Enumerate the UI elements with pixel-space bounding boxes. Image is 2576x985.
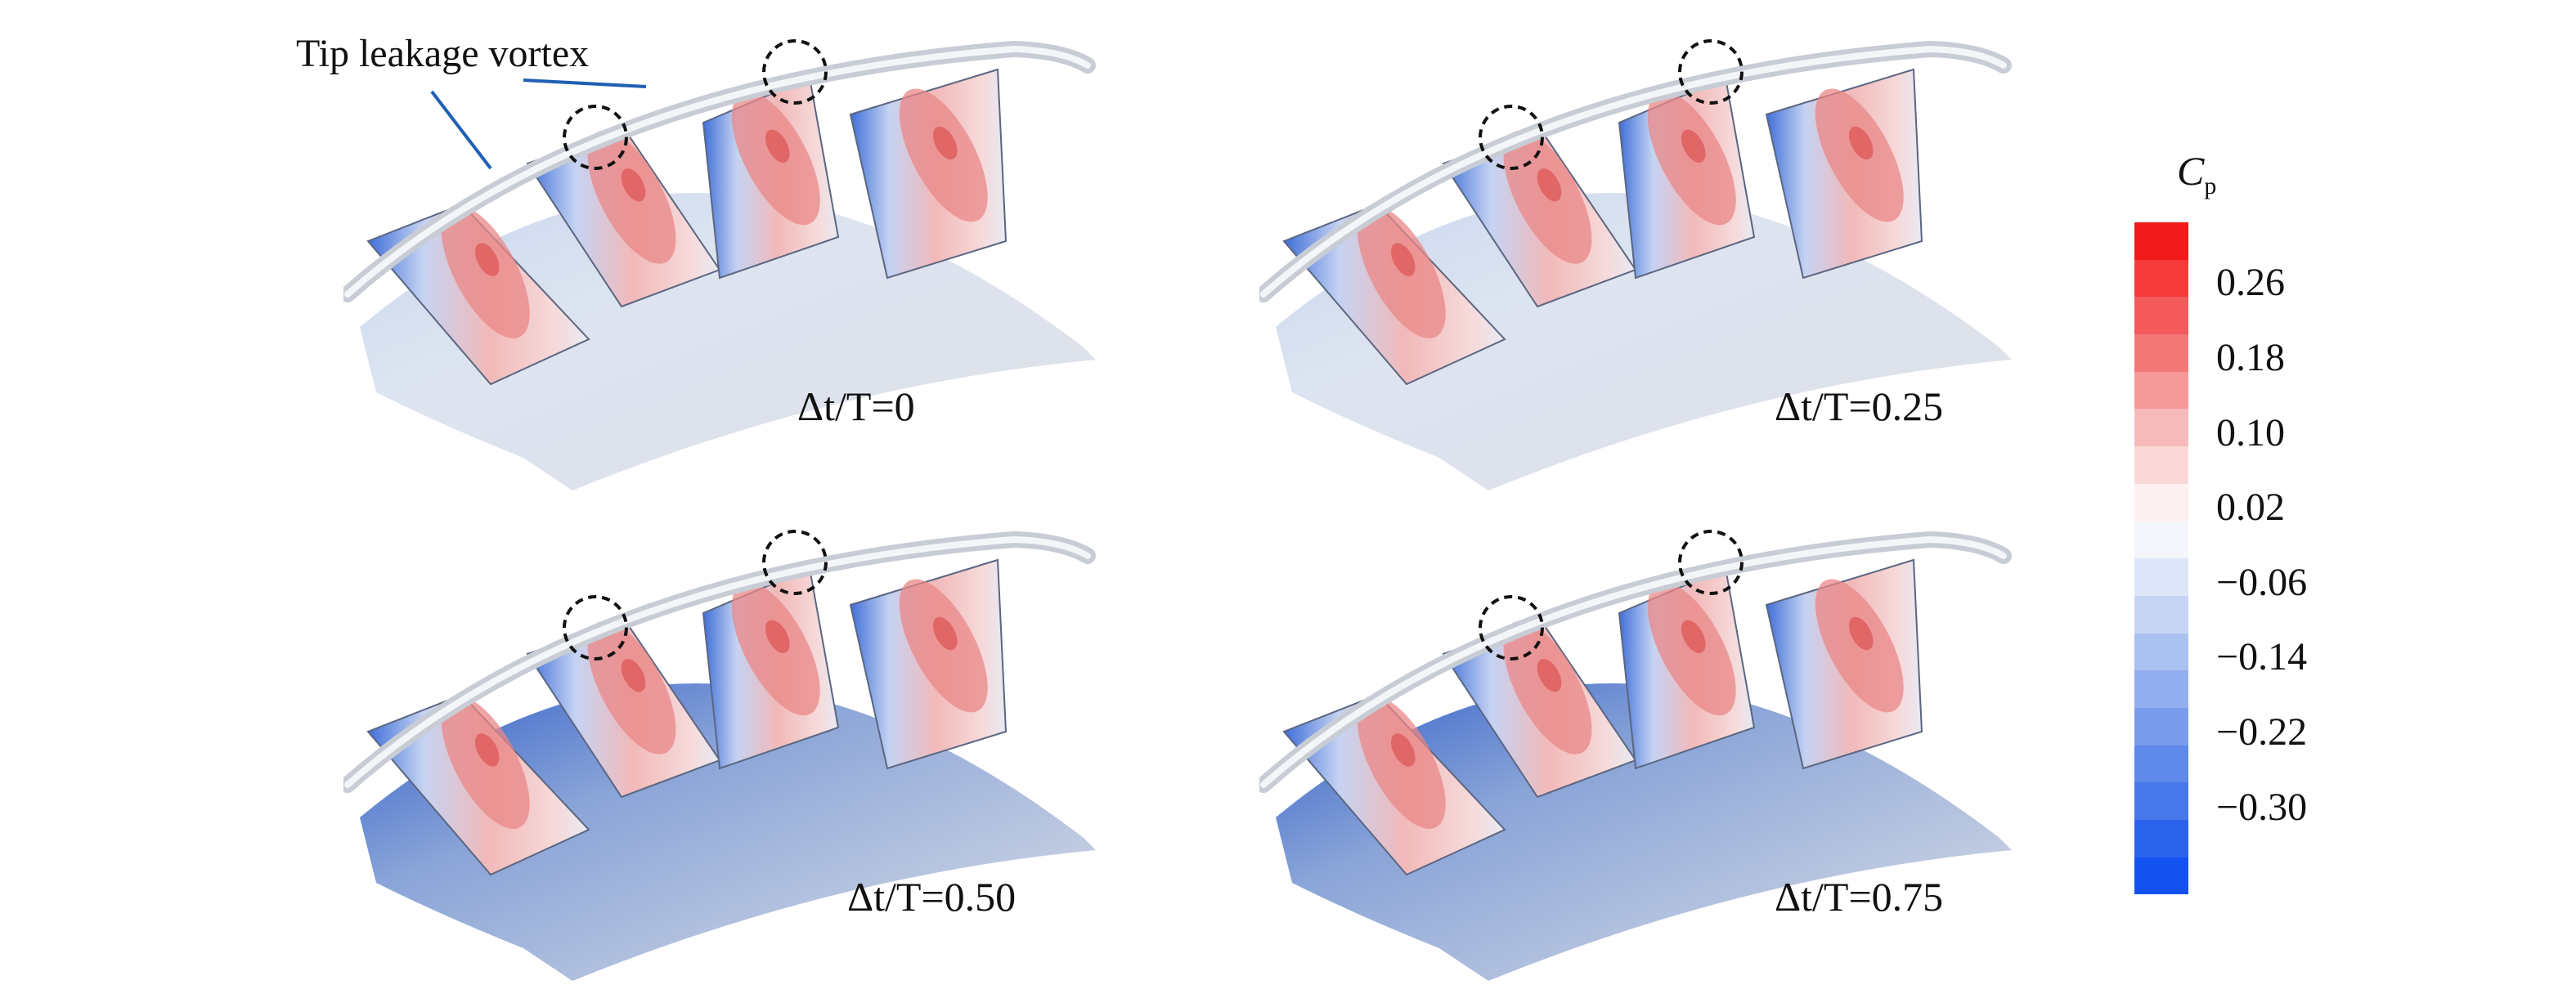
colorbar-tick: −0.30 [2216,786,2308,829]
rotor-blade [1618,566,1756,770]
blade-row-render [1255,39,2012,490]
colorbar-swatch [2134,707,2188,745]
vortex-highlight-circle [762,530,828,595]
colorbar-tick: 0.18 [2216,336,2285,379]
rotor-blade [849,68,1008,280]
rotor-blade [1282,203,1506,386]
rotor-blade [849,558,1008,770]
colorbar-swatch [2134,558,2188,596]
blade-row-render [339,530,1096,981]
colorbar-swatch [2134,595,2188,634]
panel-t0 [339,0,1161,490]
panel-label-t025: Δt/T=0.25 [1775,383,1944,429]
colorbar-swatch [2134,782,2188,820]
vortex-highlight-circle [1678,530,1744,595]
colorbar-swatch [2134,483,2188,522]
colorbar-swatch [2134,820,2188,857]
colorbar-title: Cp [2177,148,2217,199]
callout-label: Tip leakage vortex [296,32,590,75]
colorbar-tick: 0.26 [2216,261,2285,304]
colorbar: Cp 0.26 0.18 0.10 0.02 −0.06 −0.14 −0.22… [2134,147,2322,895]
vortex-highlight-circle [1678,39,1744,105]
panel-t075 [1255,490,2077,981]
colorbar-swatch [2134,745,2188,783]
panel-label-t075: Δt/T=0.75 [1775,874,1944,920]
vortex-highlight-circle [563,595,628,660]
colorbar-tick: −0.14 [2216,635,2308,678]
colorbar-swatch [2134,521,2188,559]
colorbar-scale [2134,222,2188,895]
panel-label-t050: Δt/T=0.50 [847,874,1016,920]
colorbar-swatch [2134,670,2188,708]
colorbar-swatch [2134,633,2188,671]
colorbar-swatch [2134,259,2188,298]
colorbar-swatch [2134,297,2188,335]
blade-row-render [339,39,1096,490]
panel-t025 [1255,0,2077,490]
vortex-highlight-circle [563,105,628,170]
rotor-blade [1618,76,1756,280]
vortex-highlight-circle [1479,595,1544,660]
vortex-highlight-circle [1479,105,1544,170]
colorbar-swatch [2134,857,2188,895]
rotor-blade [366,203,590,386]
colorbar-tick: 0.10 [2216,411,2285,454]
colorbar-tick: −0.22 [2216,710,2308,754]
rotor-blade [702,566,840,770]
colorbar-swatch [2134,334,2188,372]
panel-t050 [339,490,1161,981]
colorbar-swatch [2134,446,2188,484]
rotor-blade [1765,558,1923,770]
rotor-blade [1282,693,1506,876]
colorbar-swatch [2134,371,2188,410]
colorbar-swatch [2134,409,2188,447]
rotor-blade [1765,68,1923,280]
vortex-highlight-circle [762,39,828,105]
blade-row-render [1255,530,2012,981]
colorbar-swatch [2134,222,2188,260]
rotor-blade [366,693,590,876]
colorbar-tick: 0.02 [2216,486,2285,529]
panel-label-t0: Δt/T=0 [797,383,915,429]
colorbar-tick: −0.06 [2216,561,2308,604]
